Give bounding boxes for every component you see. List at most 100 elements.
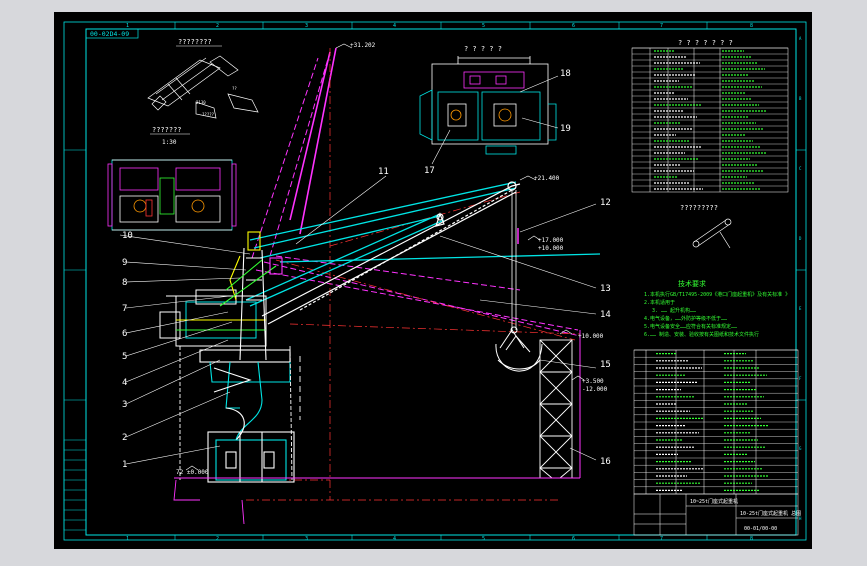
plan-callouts bbox=[431, 75, 559, 165]
pier-base bbox=[174, 330, 581, 479]
zone-label: 1 bbox=[126, 536, 129, 542]
zone-label: 6 bbox=[572, 23, 575, 29]
drawing-number-box bbox=[85, 28, 139, 39]
jib bbox=[261, 181, 521, 325]
callout-4: 4 bbox=[122, 378, 127, 388]
top-zone-numbers: 1 2 3 4 5 6 7 8 bbox=[126, 23, 753, 29]
zone-label: 3 bbox=[305, 23, 308, 29]
svg-text:2130: 2130 bbox=[196, 100, 206, 105]
gantry-legs bbox=[173, 345, 301, 525]
bottom-zone-numbers: 1 2 3 4 5 6 7 8 bbox=[126, 536, 753, 542]
svg-text:C: C bbox=[799, 166, 802, 171]
svg-text:B: B bbox=[799, 96, 802, 101]
tech-note: 3. …… 起升机构…… bbox=[652, 307, 696, 314]
svg-text:D: D bbox=[799, 236, 802, 241]
view-title-attachment: ???????? bbox=[178, 38, 212, 46]
title-block bbox=[633, 493, 799, 536]
tech-note: 4.电气设备，……外防护等级不低于…… bbox=[644, 315, 727, 322]
drawing-number-tag: 00-02D4-09 bbox=[90, 30, 129, 38]
callout-15: 15 bbox=[600, 360, 611, 370]
view-title-spec: ? ? ? ? ? ? ? bbox=[678, 39, 733, 47]
callout-2: 2 bbox=[122, 433, 127, 443]
callout-7: 7 bbox=[122, 304, 127, 314]
zone-label: 4 bbox=[393, 23, 396, 29]
attachment-detail-dims: ??????? 2130 bbox=[196, 86, 237, 117]
svg-text:E: E bbox=[799, 306, 802, 311]
elevation-label: +3.500 bbox=[582, 378, 604, 385]
callout-19: 19 bbox=[560, 124, 571, 134]
zone-label: 2 bbox=[216, 536, 219, 542]
callout-5: 5 bbox=[122, 352, 127, 362]
axis-detail bbox=[692, 218, 732, 249]
title-block-drawing-no: 00-01/00-00 bbox=[744, 526, 777, 532]
zone-label: 5 bbox=[482, 536, 485, 542]
right-callout-leaders bbox=[295, 175, 597, 461]
boom bbox=[245, 181, 601, 307]
elevation-label: +10.000 bbox=[578, 333, 604, 340]
elevation-label: +10.000 bbox=[538, 245, 564, 252]
zone-label: 8 bbox=[750, 536, 753, 542]
a-frame-tower bbox=[219, 231, 283, 361]
callout-3: 3 bbox=[122, 400, 127, 410]
callout-16: 16 bbox=[600, 457, 611, 467]
elevation-label: 72 ±0.000 bbox=[176, 469, 209, 476]
callout-8: 8 bbox=[122, 278, 127, 288]
svg-text:G: G bbox=[799, 446, 802, 451]
machinery-plan bbox=[107, 159, 237, 231]
svg-text:??: ?? bbox=[232, 86, 237, 91]
tech-note: 1.本机执行GB/T17495-2009《港口门座起重机》及有关标准 》 bbox=[644, 291, 790, 298]
zone-ticks bbox=[64, 22, 806, 540]
view-title-axis: ????????? bbox=[680, 204, 718, 212]
title-block-name2: 10-25t门座式起重机 总图 bbox=[740, 510, 801, 517]
zone-label: 1 bbox=[126, 23, 129, 29]
drawing-canvas[interactable] bbox=[54, 12, 812, 549]
svg-text:A: A bbox=[799, 36, 802, 41]
tech-notes-title: 技术要求 bbox=[678, 279, 706, 288]
swing-envelope-solid bbox=[289, 47, 337, 235]
callout-14: 14 bbox=[600, 310, 611, 320]
view-scale-machinery: 1:30 bbox=[162, 139, 177, 146]
callout-17: 17 bbox=[424, 166, 435, 176]
elevation-markers bbox=[185, 43, 585, 471]
spec-table-rows bbox=[632, 47, 788, 190]
title-block-name: 10~25t门座式起重机 bbox=[690, 498, 738, 505]
callout-18: 18 bbox=[560, 69, 571, 79]
tech-notes: 1.本机执行GB/T17495-2009《港口门座起重机》及有关标准 》 2.本… bbox=[644, 291, 790, 338]
view-title-machinery: ??????? bbox=[152, 126, 182, 134]
zone-label: 6 bbox=[572, 536, 575, 542]
zone-label: 3 bbox=[305, 536, 308, 542]
plan-view bbox=[419, 56, 557, 155]
machinery-house bbox=[159, 289, 267, 347]
elevation-label: +21.400 bbox=[534, 175, 560, 182]
callout-13: 13 bbox=[600, 284, 611, 294]
elevation-label: +31.202 bbox=[350, 42, 376, 49]
elevation-label: -12.000 bbox=[582, 386, 608, 393]
zone-label: 4 bbox=[393, 536, 396, 542]
callout-11: 11 bbox=[378, 167, 389, 177]
svg-text:?????: ????? bbox=[202, 112, 215, 117]
zone-label: 8 bbox=[750, 23, 753, 29]
attachment-detail bbox=[147, 55, 259, 119]
callout-12: 12 bbox=[600, 198, 611, 208]
svg-text:F: F bbox=[799, 376, 802, 381]
pier-lattice bbox=[539, 339, 573, 479]
zone-label: 7 bbox=[660, 536, 663, 542]
elevation-label: +17.000 bbox=[538, 237, 564, 244]
callout-1: 1 bbox=[122, 460, 127, 470]
revision-strip bbox=[63, 439, 87, 531]
callout-9: 9 bbox=[122, 258, 127, 268]
zone-label: 7 bbox=[660, 23, 663, 29]
zone-label: 2 bbox=[216, 23, 219, 29]
parts-list-rows bbox=[634, 349, 798, 491]
reach-lines bbox=[246, 48, 581, 501]
left-callout-leaders bbox=[119, 234, 251, 465]
svg-text:H: H bbox=[799, 516, 802, 521]
right-margin-marks: A B C D E F G H bbox=[799, 36, 802, 521]
outer-border bbox=[63, 21, 807, 541]
zone-label: 5 bbox=[482, 23, 485, 29]
callout-10: 10 bbox=[122, 231, 133, 241]
tech-note: 6.…… 制造、安装、验收按有关图纸和技术文件执行 bbox=[644, 331, 759, 338]
view-title-plan: ? ? ? ? ? bbox=[464, 45, 502, 53]
